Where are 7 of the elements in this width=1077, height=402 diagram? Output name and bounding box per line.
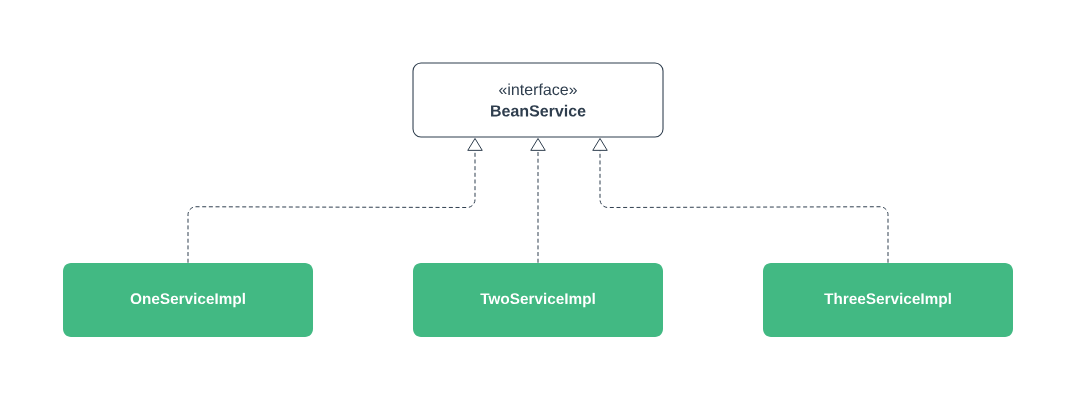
class-box: ThreeServiceImpl: [763, 263, 1013, 337]
realization-arrow: [187, 138, 483, 264]
interface-box: «interface» BeanService: [412, 62, 664, 138]
class-box: OneServiceImpl: [63, 263, 313, 337]
realization-arrow: [530, 138, 546, 264]
class-box: TwoServiceImpl: [413, 263, 663, 337]
realization-arrow: [592, 138, 889, 264]
